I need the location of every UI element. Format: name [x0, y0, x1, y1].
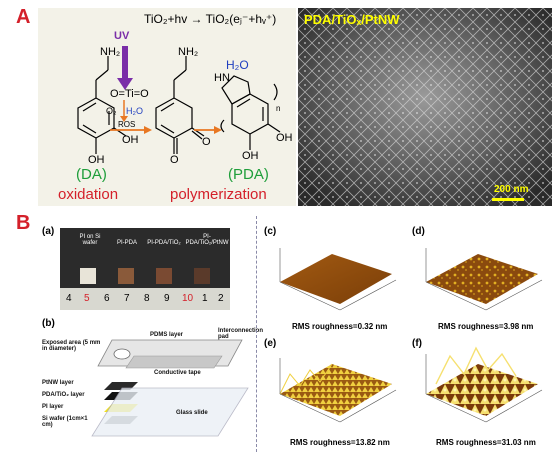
- ruler-mark: 2: [218, 293, 224, 304]
- uv-label: UV: [114, 30, 130, 42]
- glass-slide-shape: [91, 387, 249, 437]
- afm-plot-e: [279, 358, 397, 423]
- ruler-mark: 1: [202, 293, 208, 304]
- subpanel-d-label: (d): [412, 226, 425, 237]
- pda-caption: (PDA): [228, 166, 269, 183]
- o2-label: O₂: [106, 106, 117, 116]
- subpanel-c-label: (c): [264, 226, 277, 237]
- da-oh-bottom: OH: [88, 154, 105, 166]
- subpanel-a-label: (a): [42, 226, 55, 237]
- sem-texture: [298, 8, 552, 206]
- ruler-mark: 4: [66, 293, 72, 304]
- ros-label: ROS: [118, 120, 136, 129]
- quinone-o-bottom: O: [170, 154, 179, 166]
- rms-c: RMS roughness=0.32 nm: [292, 322, 388, 331]
- exposed-area-shape: [113, 348, 131, 360]
- pad-label: Interconnection pad: [218, 328, 264, 340]
- reaction-scheme: TiO₂+hv → TiO₂(eⱼ⁻+hᵥ⁺) UV NH₂ NH₂ O=Ti=…: [38, 8, 296, 206]
- afm-plot-d: [425, 248, 543, 311]
- subpanel-e-label: (e): [264, 338, 277, 349]
- hn-label: HN: [214, 72, 230, 84]
- ruler-mark: 7: [124, 293, 130, 304]
- polymerization-caption: polymerization: [170, 186, 267, 203]
- ruler-mark: 9: [164, 293, 170, 304]
- subpanel-b-label: (b): [42, 318, 55, 329]
- photo-label-3: PI-PDA/TiO₂: [147, 240, 181, 246]
- sem-title: PDA/TiOₓ/PtNW: [304, 12, 400, 27]
- pda-structure: [220, 75, 281, 150]
- uv-arrow-head: [117, 78, 133, 90]
- ptnw-label: PtNW layer: [42, 380, 74, 386]
- divider: [256, 216, 257, 452]
- reaction-scheme-svg: [77, 46, 281, 154]
- ruler: 4 5 6 7 8 9 10 1 2: [60, 288, 230, 310]
- pda-oh-right: OH: [276, 132, 293, 144]
- panel-a-label: A: [16, 6, 31, 28]
- afm-plots: [279, 248, 543, 423]
- sample-pi-si: [80, 268, 96, 284]
- uv-arrow-shaft: [122, 46, 128, 80]
- quinone-structure: [155, 56, 205, 154]
- rms-e: RMS roughness=13.82 nm: [290, 438, 390, 447]
- scale-bar: [492, 198, 524, 201]
- sem-image: PDA/TiOₓ/PtNW 200 nm: [298, 8, 552, 206]
- rms-f: RMS roughness=31.03 nm: [436, 438, 536, 447]
- tape-label: Conductive tape: [154, 370, 201, 376]
- da-oh-right: OH: [122, 134, 139, 146]
- photo-label-4: PI-PDA/TiO₂/PtNW: [185, 234, 229, 246]
- scale-label: 200 nm: [494, 184, 529, 195]
- da-nh2: NH₂: [100, 46, 121, 58]
- sample-pi-pda-tio2: [156, 268, 172, 284]
- photo-label-2: PI-PDA: [116, 240, 137, 246]
- device-diagram-svg: [91, 339, 249, 437]
- h2o-small-label: H₂O: [126, 106, 143, 116]
- quinone-nh2: NH₂: [178, 46, 199, 58]
- n-label: n: [276, 104, 281, 113]
- afm-plot-f: [425, 346, 543, 423]
- oxidation-caption: oxidation: [58, 186, 119, 203]
- rms-d: RMS roughness=3.98 nm: [438, 322, 534, 331]
- panel-b-label: B: [16, 212, 31, 234]
- subpanel-f-label: (f): [412, 338, 422, 349]
- pda-oh-bottom: OH: [242, 150, 259, 162]
- pdms-label: PDMS layer: [150, 332, 184, 338]
- device-diagram: PDMS layer Interconnection pad Exposed a…: [42, 326, 264, 450]
- ruler-mark: 6: [104, 293, 110, 304]
- sample-pi-pda: [118, 268, 134, 284]
- pdatio-label: PDA/TiO₂ layer: [42, 392, 85, 398]
- quinone-o-right: O: [202, 136, 211, 148]
- reaction-equation: TiO₂+hv → TiO₂(eⱼ⁻+hᵥ⁺): [144, 12, 277, 26]
- tio2-label: O=Ti=O: [110, 88, 149, 100]
- photo-label-1: PI on Si wafer: [79, 234, 101, 246]
- ruler-mark: 10: [182, 293, 194, 304]
- da-structure: [77, 56, 127, 154]
- ruler-mark: 8: [144, 293, 150, 304]
- da-caption: (DA): [76, 166, 107, 183]
- glass-label: Glass slide: [176, 410, 208, 416]
- pi-label: PI layer: [42, 404, 64, 410]
- exposed-label: Exposed area (5 mm in diameter): [42, 340, 101, 352]
- conductive-tape-shape: [125, 355, 223, 369]
- afm-plot-c: [279, 248, 397, 311]
- si-label: Si wafer (1cm×1 cm): [42, 416, 88, 428]
- h2o-label: H₂O: [226, 58, 249, 72]
- ruler-mark: 5: [84, 293, 90, 304]
- sample-pi-pda-tio2-ptnw: [194, 268, 210, 284]
